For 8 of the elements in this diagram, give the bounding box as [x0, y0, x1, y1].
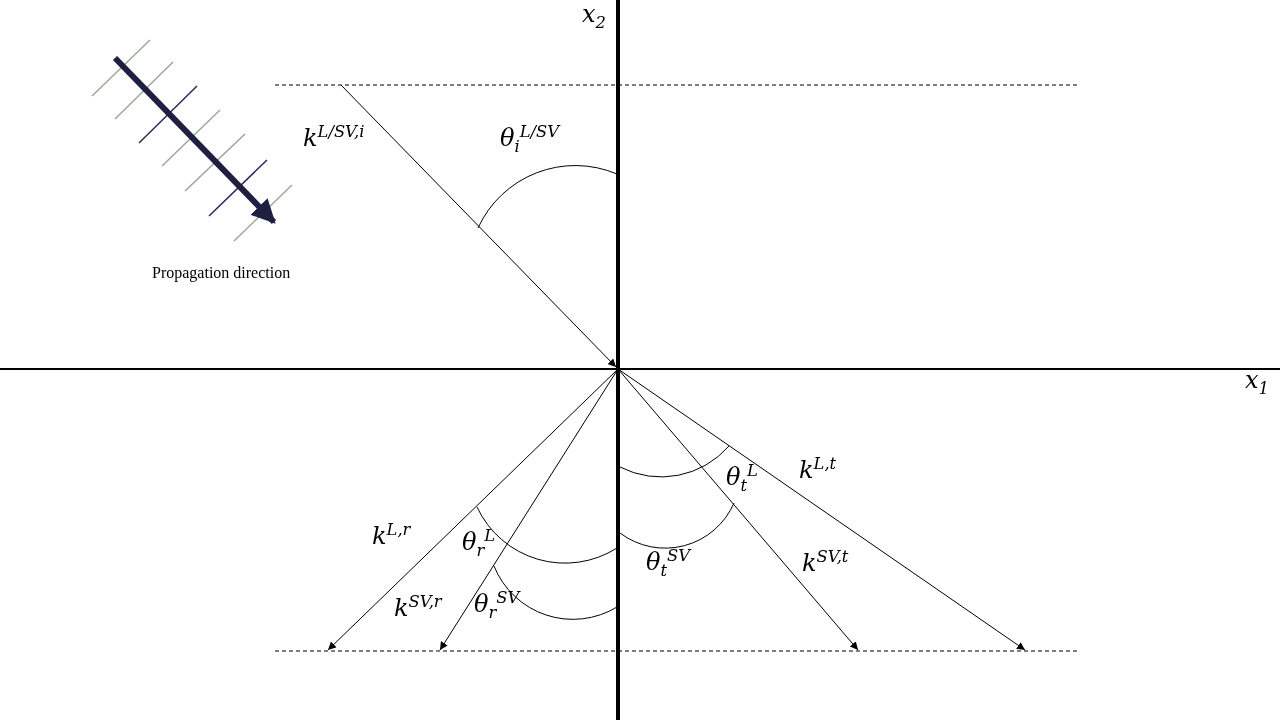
vector-label: k$^{L,t}$ [799, 456, 837, 485]
vector-label: k$^{SV,r}$ [394, 594, 442, 623]
axis-label: x$_{2}$ [582, 0, 606, 29]
vector-label: k$^{L,r}$ [372, 522, 411, 551]
axis-label: x$_{1}$ [1245, 366, 1269, 395]
vector-label: k$^{SV,t}$ [802, 549, 849, 578]
vector-label: k$^{L/SV,i}$ [303, 124, 365, 153]
caption-text: Propagation direction [152, 264, 291, 282]
